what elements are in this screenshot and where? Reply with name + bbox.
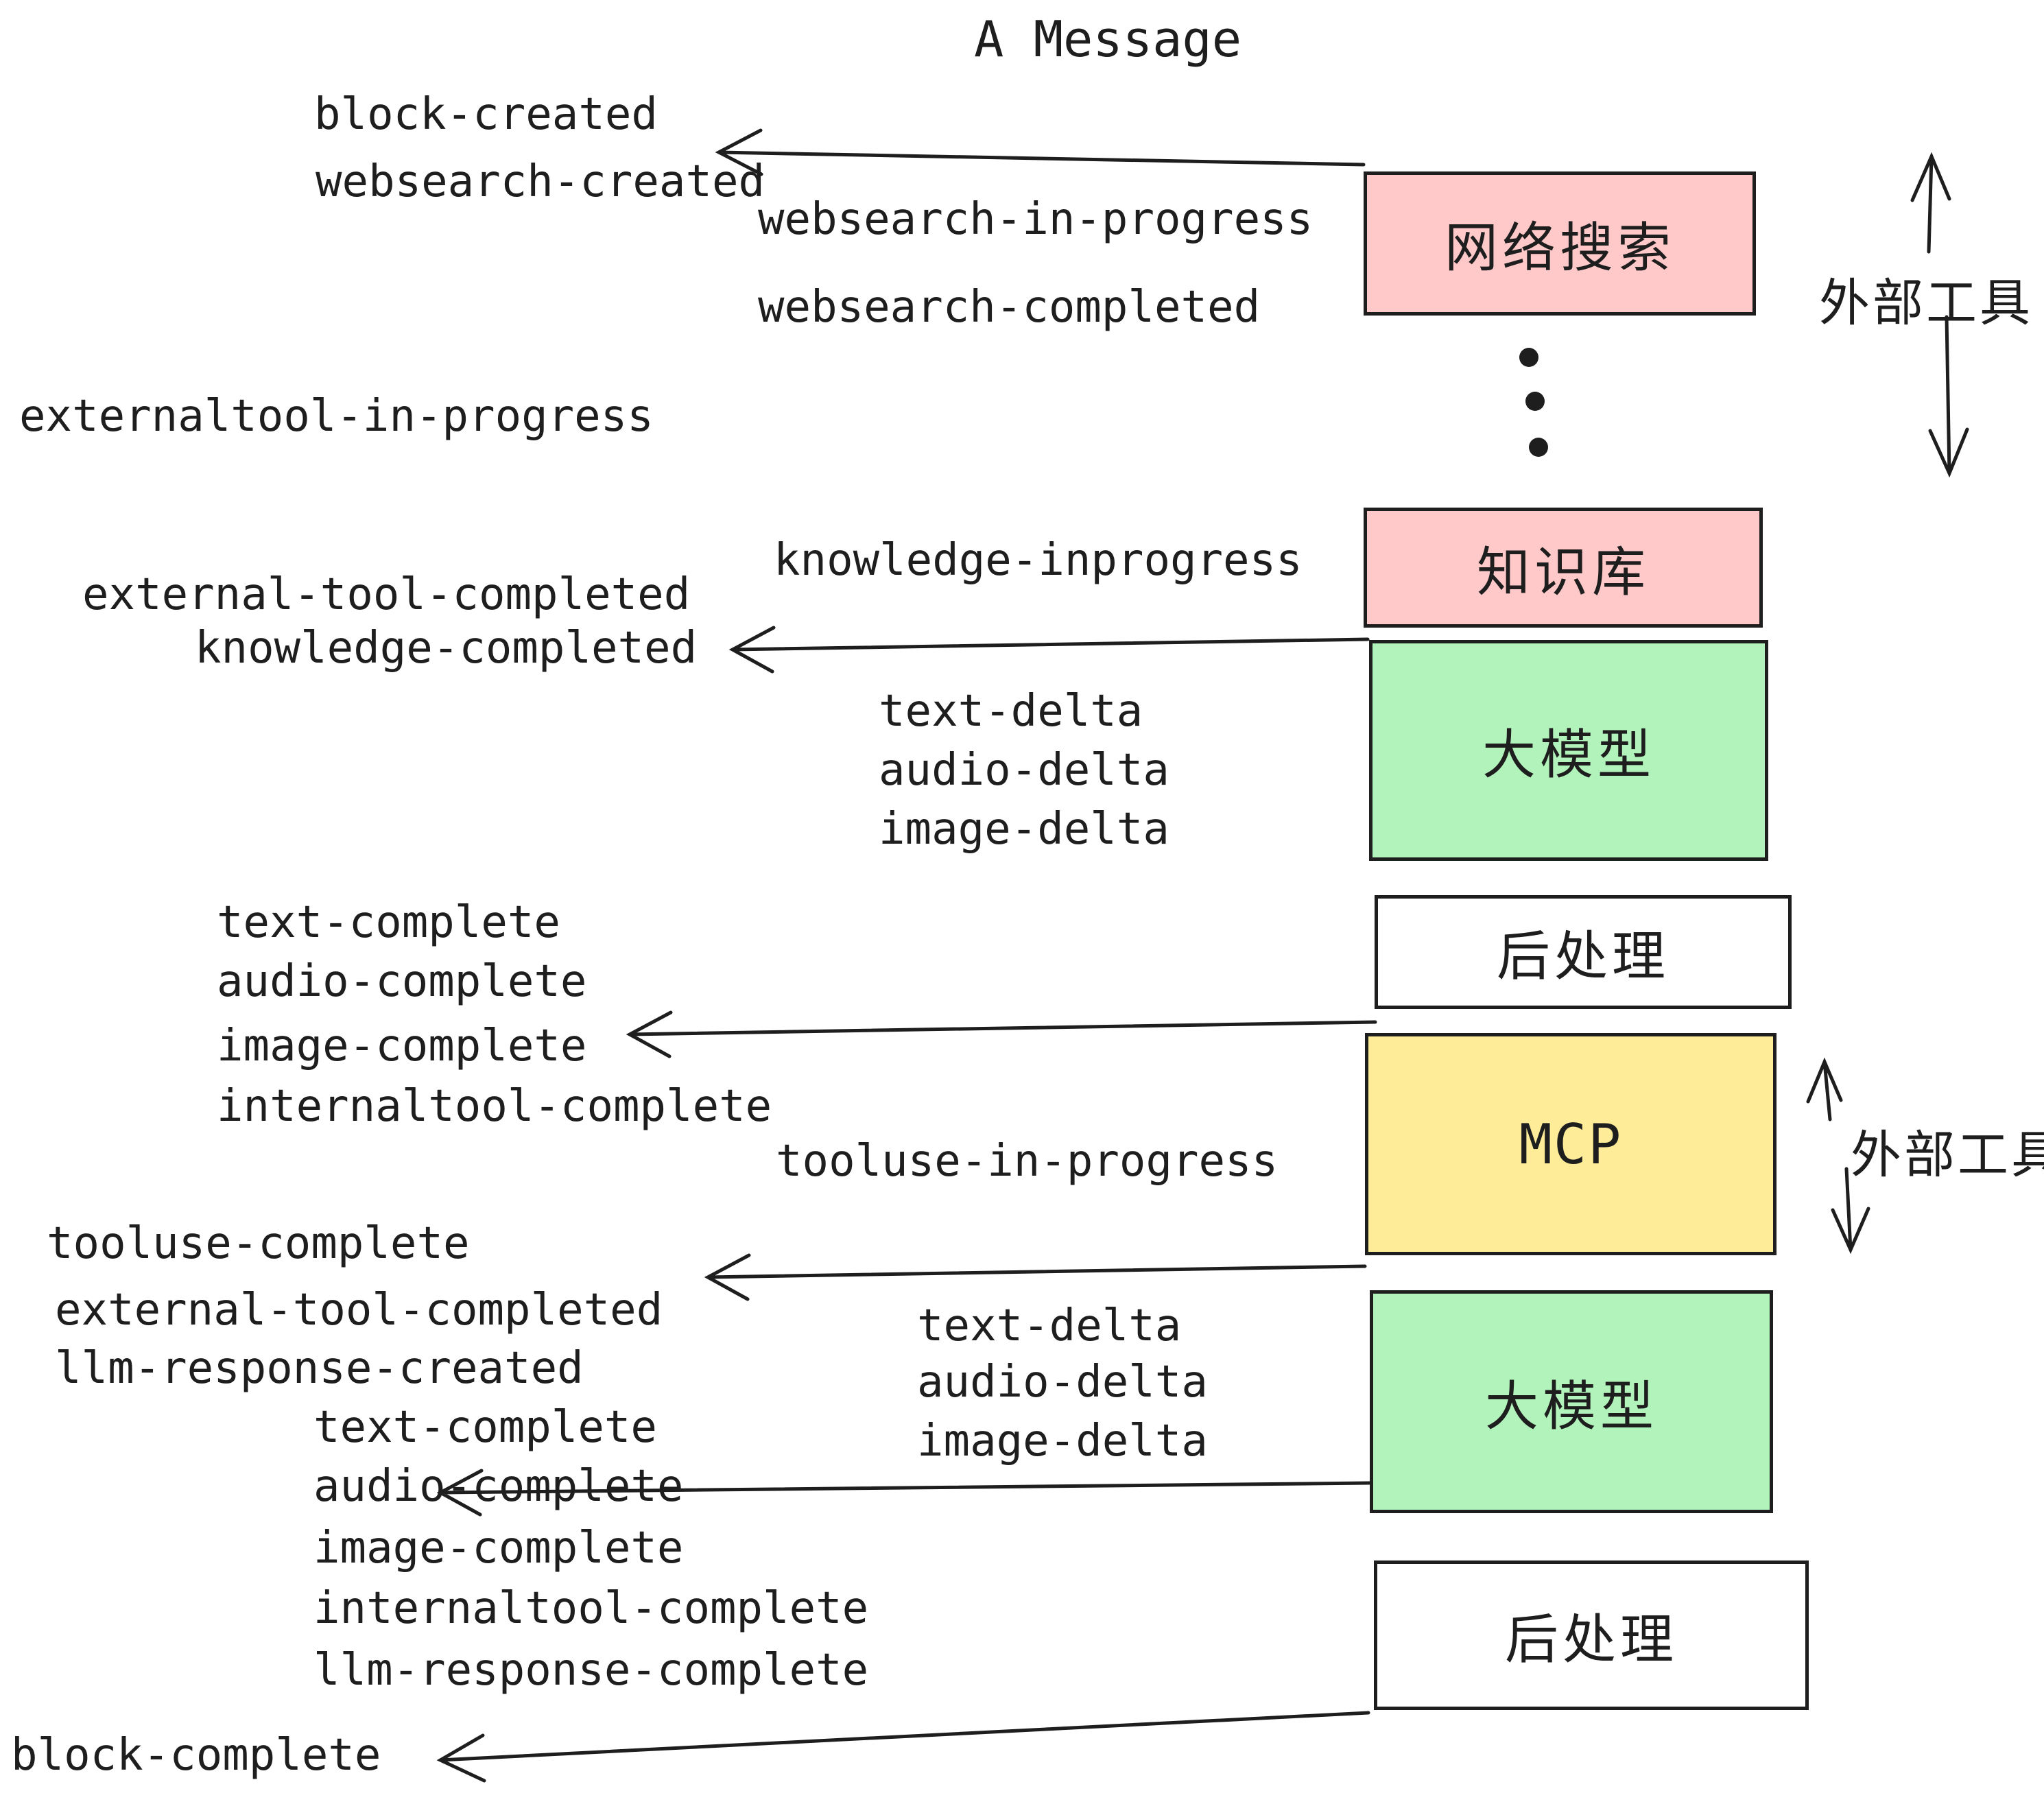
event-label-text-delta-1: text-delta xyxy=(879,686,1143,737)
event-label-websearch-created: websearch-created xyxy=(316,156,765,207)
box-mcp-label: MCP xyxy=(1519,1112,1623,1176)
box-postprocess-1-label: 后处理 xyxy=(1496,926,1669,988)
external-tools-1-up-arrow xyxy=(1910,152,1951,254)
arrow-to-tooluse-complete xyxy=(704,1253,1367,1301)
event-label-externaltool-in-progress: externaltool-in-progress xyxy=(19,391,654,442)
box-postprocess-2: 后处理 xyxy=(1374,1560,1809,1710)
event-label-internaltool-complete-1: internaltool-complete xyxy=(217,1081,772,1132)
arrow-to-image-complete xyxy=(626,1010,1377,1058)
arrow-to-block-complete xyxy=(436,1711,1370,1783)
event-label-knowledge-completed: knowledge-completed xyxy=(195,623,698,674)
event-label-audio-delta-2: audio-delta xyxy=(917,1357,1208,1408)
box-llm-1: 大模型 xyxy=(1369,640,1768,861)
box-llm-2: 大模型 xyxy=(1370,1290,1773,1513)
event-label-llm-response-complete: llm-response-complete xyxy=(313,1645,869,1696)
event-label-llm-response-created: llm-response-created xyxy=(55,1343,584,1394)
event-label-image-complete-2: image-complete xyxy=(313,1523,684,1574)
annotation-external-tools-2: 外部工具 xyxy=(1851,1126,2044,1185)
arrow-to-block-created xyxy=(715,128,1366,176)
external-tools-1-down-arrow xyxy=(1928,315,1969,478)
box-knowledge: 知识库 xyxy=(1364,508,1763,628)
external-tools-2-up-arrow xyxy=(1806,1057,1843,1121)
event-label-tooluse-in-progress: tooluse-in-progress xyxy=(776,1136,1279,1187)
arrow-to-knowledge-completed xyxy=(728,626,1370,674)
event-label-knowledge-inprogress: knowledge-inprogress xyxy=(774,535,1303,586)
ellipsis-dots xyxy=(1519,348,1548,457)
event-label-internaltool-complete-2: internaltool-complete xyxy=(313,1583,869,1634)
event-label-external-tool-completed: external-tool-completed xyxy=(82,569,691,620)
box-postprocess-1: 后处理 xyxy=(1375,895,1792,1009)
event-label-audio-complete-2: audio-complete xyxy=(313,1461,684,1512)
event-label-audio-complete-1: audio-complete xyxy=(217,956,587,1007)
event-label-audio-delta-1: audio-delta xyxy=(879,745,1169,796)
box-websearch: 网络搜索 xyxy=(1364,171,1756,316)
event-label-image-delta-1: image-delta xyxy=(879,804,1169,855)
event-label-external-tool-completed-2: external-tool-completed xyxy=(55,1285,663,1336)
event-label-websearch-completed: websearch-completed xyxy=(758,282,1261,333)
box-postprocess-2-label: 后处理 xyxy=(1504,1609,1678,1671)
event-label-block-created: block-created xyxy=(314,89,658,140)
diagram-title: A Message xyxy=(974,10,1242,68)
event-label-image-delta-2: image-delta xyxy=(917,1416,1208,1467)
annotation-external-tools-1: 外部工具 xyxy=(1819,274,2033,333)
event-label-text-complete-2: text-complete xyxy=(313,1402,657,1453)
event-label-websearch-in-progress: websearch-in-progress xyxy=(758,194,1314,245)
event-label-block-complete: block-complete xyxy=(11,1730,381,1781)
box-knowledge-label: 知识库 xyxy=(1476,541,1650,604)
event-label-text-complete-1: text-complete xyxy=(217,897,560,948)
box-llm-1-label: 大模型 xyxy=(1482,724,1655,786)
box-mcp: MCP xyxy=(1365,1033,1776,1255)
event-label-text-delta-2: text-delta xyxy=(917,1301,1182,1351)
box-llm-2-label: 大模型 xyxy=(1484,1375,1658,1438)
event-label-tooluse-complete: tooluse-complete xyxy=(47,1218,470,1269)
event-label-image-complete-1: image-complete xyxy=(217,1021,587,1071)
box-websearch-label: 网络搜索 xyxy=(1444,217,1675,279)
